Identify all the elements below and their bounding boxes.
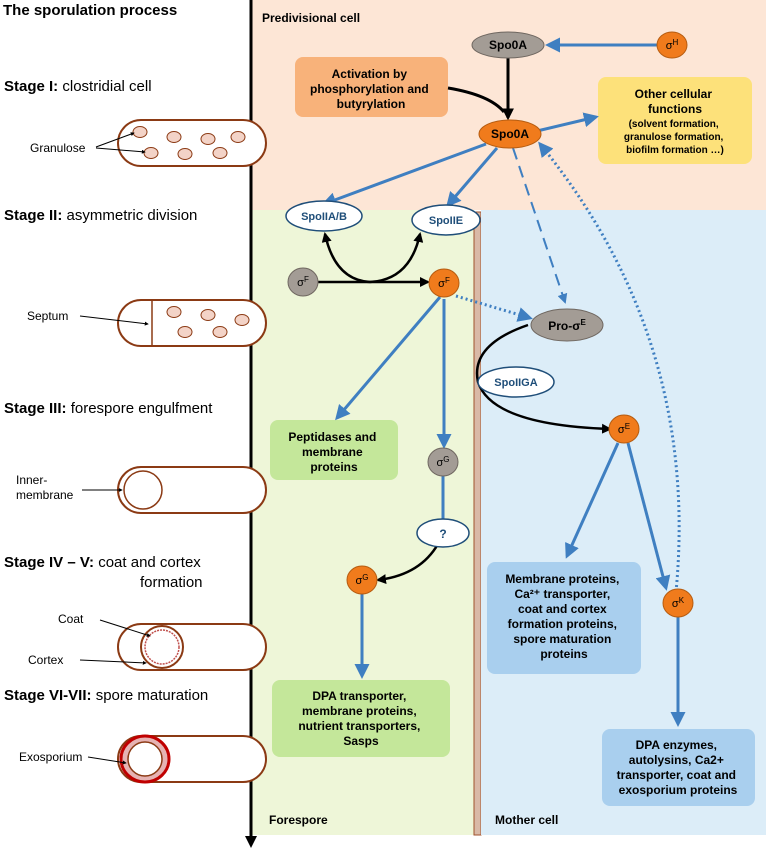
spo0a-top-node (471, 31, 545, 59)
coat-pointer (99, 619, 151, 637)
sigma-g-grey-node (427, 447, 459, 477)
other-functions-detail: (solvent formation, granulose formation,… (624, 119, 726, 156)
granule (177, 148, 193, 160)
pro-sigma-e-label: Pro-σE (548, 318, 586, 333)
granule (200, 309, 216, 321)
coat-label: Coat (58, 612, 84, 626)
granule (212, 326, 228, 338)
arrow-sigma-k-to-spo0a (538, 141, 681, 593)
sigma-g-orange-node (346, 565, 378, 595)
question-node (416, 518, 470, 548)
spore-core (127, 741, 163, 777)
dpa-enzymes-text: DPA enzymes, autolysins, Ca2+ transporte… (617, 738, 740, 797)
pro-sigma-e-node (530, 308, 604, 342)
spore-cortex (144, 629, 180, 665)
sigma-f-orange-node (428, 268, 460, 298)
granule (177, 326, 193, 338)
inner-membrane-label: Inner- (16, 473, 47, 487)
arrow-activation-to-spo0a (447, 86, 506, 114)
granule (166, 306, 182, 318)
granule (143, 147, 159, 159)
arrow-spo0a-to-spoiiab (321, 142, 487, 207)
sigma-e-node (608, 414, 640, 444)
arrow-spo0a-to-pro-sigma-e (512, 147, 568, 304)
granulose-pointer (95, 147, 146, 154)
activation-box (295, 57, 448, 117)
timeline-arrowhead (245, 836, 257, 848)
other-functions-text: Other cellular functions (635, 87, 716, 116)
other-functions-box (598, 77, 752, 164)
membrane-proteins-text: Membrane proteins, Ca²⁺ transporter, coa… (505, 572, 622, 661)
arrow-spo0a-to-other (536, 112, 599, 133)
granule (200, 133, 216, 145)
septum-band (473, 211, 482, 836)
sigma-h-node (656, 31, 688, 59)
granulose-pointer (95, 132, 135, 148)
spo0a-main-label: Spo0A (491, 127, 529, 141)
spo0a-main-node (478, 119, 542, 149)
cortex-label: Cortex (28, 653, 63, 667)
stage-4-label: Stage IV – V: coat and cortex (4, 554, 201, 571)
exosporium-pointer (87, 756, 127, 765)
spoiiga-node (477, 366, 555, 398)
sigma-k-node (662, 588, 694, 618)
stage-1-label: Stage I: clostridial cell (4, 78, 152, 95)
sigma-f-grey-node (287, 267, 319, 297)
arrow-spo0a-to-spoiie (446, 147, 499, 208)
spoiiga-label: SpoIIGA (494, 377, 537, 389)
septum-pointer (79, 315, 149, 326)
membrane-proteins-box (487, 562, 641, 674)
dpa-transporter-box (272, 680, 450, 757)
spo0a-top-label: Spo0A (489, 38, 527, 52)
arrow-sigma-f-to-peptidases (335, 296, 442, 421)
spoiiab-label: SpoIIA/B (301, 211, 347, 223)
forespore-label: Forespore (269, 813, 328, 827)
predivisional-cell-label: Predivisional cell (262, 11, 360, 25)
stage-5-label: Stage VI-VII: spore maturation (4, 687, 208, 704)
granule (230, 131, 246, 143)
inner-membrane-label-line2: membrane (16, 488, 74, 502)
spoiie-node (411, 204, 481, 236)
spoiiab-node (285, 200, 363, 232)
arrow-question-to-sigma-g (376, 543, 440, 585)
stage-4-label-line2: formation (140, 574, 203, 591)
dpa-enzymes-box (602, 729, 755, 806)
page-title: The sporulation process (3, 2, 177, 19)
mother-cell-label: Mother cell (495, 813, 558, 827)
granule (132, 126, 148, 138)
granule (166, 131, 182, 143)
granulose-label: Granulose (30, 141, 86, 155)
granule (212, 147, 228, 159)
spoiie-label: SpoIIE (429, 215, 463, 227)
arrow-sigma-e-to-membrane (565, 442, 620, 559)
cell-stage-2 (117, 299, 267, 347)
septum-label: Septum (27, 309, 68, 323)
granule (234, 314, 250, 326)
arrow-spoii-loop (321, 232, 424, 284)
dpa-transporter-text: DPA transporter, membrane proteins, nutr… (298, 689, 423, 748)
sigma-f-orange-label: σF (438, 276, 450, 290)
question-label: ? (439, 527, 446, 541)
forespore (123, 470, 163, 510)
stage-2-label: Stage II: asymmetric division (4, 207, 197, 224)
stage-3-label: Stage III: forespore engulfment (4, 400, 213, 417)
peptidases-box (270, 420, 398, 480)
cortex-pointer (79, 659, 147, 665)
peptidases-text: Peptidases and membrane proteins (288, 430, 379, 474)
activation-text: Activation by phosphorylation and butyry… (310, 67, 432, 111)
arrow-sigma-e-to-sigma-k (626, 442, 671, 591)
sigma-f-grey-label: σF (297, 275, 309, 289)
exosporium-label: Exosporium (19, 750, 82, 764)
